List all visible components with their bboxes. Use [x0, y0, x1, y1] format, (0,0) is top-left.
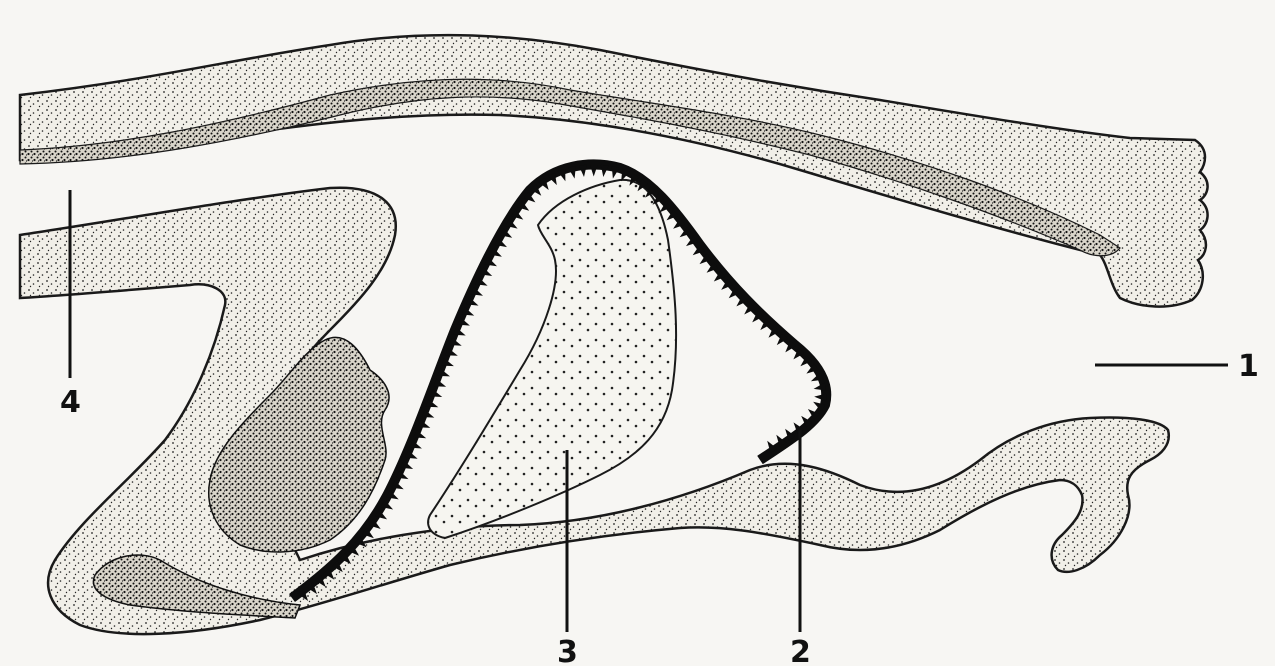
epithelium-tooth: [814, 394, 826, 402]
label-3: 3: [557, 635, 578, 666]
label-4: 4: [60, 385, 81, 420]
epithelium-tooth: [601, 165, 609, 177]
label-1: 1: [1238, 349, 1259, 384]
central-core: [428, 180, 676, 538]
label-2: 2: [790, 635, 811, 666]
epithelium-tooth: [590, 165, 598, 177]
epithelium-tooth: [579, 165, 587, 177]
